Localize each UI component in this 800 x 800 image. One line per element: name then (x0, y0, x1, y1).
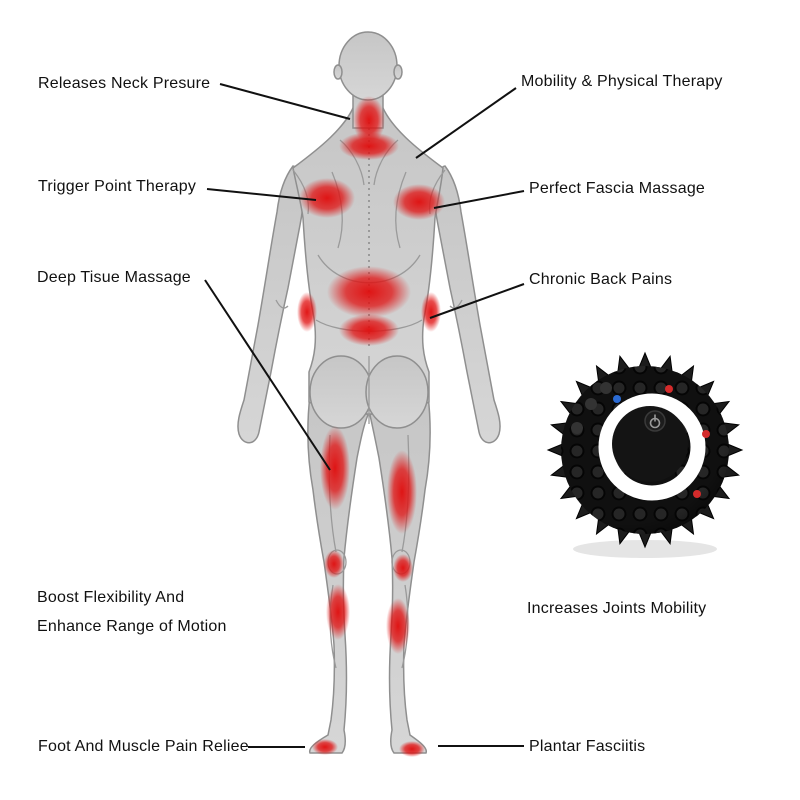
label-chronic-back-pains: Chronic Back Pains (529, 271, 673, 288)
label-foot-muscle-pain-relief: Foot And Muscle Pain Reliee (38, 738, 249, 755)
label-boost-flexibility: Boost Flexibility And Enhance Range of M… (37, 583, 227, 641)
label-releases-neck-pressure: Releases Neck Presure (38, 75, 211, 92)
leader-lines (204, 83, 525, 748)
ball-inner-disc (612, 406, 688, 482)
power-button-icon (644, 410, 666, 432)
left-ear (333, 64, 343, 80)
leader-line (206, 188, 317, 201)
leader-line (433, 190, 525, 209)
head (338, 31, 398, 101)
leader-line (429, 283, 525, 319)
label-plantar-fasciitis: Plantar Fasciitis (529, 738, 646, 755)
ball-white-ring (598, 393, 706, 501)
leader-line (219, 83, 351, 120)
label-trigger-point-therapy: Trigger Point Therapy (38, 178, 197, 195)
led-red (693, 490, 701, 498)
massage-ball (546, 351, 744, 558)
label-perfect-fascia-massage: Perfect Fascia Massage (529, 180, 706, 197)
label-mobility-physical-therapy: Mobility & Physical Therapy (521, 73, 723, 90)
pain-highlights (297, 96, 445, 757)
label-boost-flexibility-line1: Boost Flexibility And (37, 589, 185, 606)
label-increases-joints-mobility: Increases Joints Mobility (527, 600, 707, 617)
led-blue (613, 395, 621, 403)
leader-line (204, 279, 331, 471)
led-red (702, 430, 710, 438)
label-boost-flexibility-line2: Enhance Range of Motion (37, 618, 227, 635)
right-ear (393, 64, 403, 80)
right-glute (365, 355, 429, 429)
left-arm (237, 165, 305, 444)
leader-line (415, 87, 517, 159)
ball-shadow (573, 540, 717, 558)
led-red (665, 385, 673, 393)
left-glute (309, 355, 373, 429)
label-deep-tissue-massage: Deep Tisue Massage (37, 269, 191, 286)
